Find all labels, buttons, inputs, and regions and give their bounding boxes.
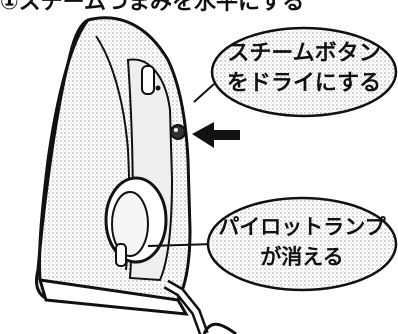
callout-pilot-line1: パイロットランプ bbox=[218, 215, 386, 239]
power-cord bbox=[163, 279, 237, 334]
callout-pilot-line2: が消える bbox=[260, 245, 343, 269]
callout-pilot-lamp: パイロットランプ が消える bbox=[147, 196, 398, 292]
callout-steam-line2: をドライにする bbox=[227, 71, 381, 96]
callout-steam-line1: スチームボタン bbox=[227, 41, 380, 66]
steam-button bbox=[170, 124, 186, 140]
left-arrow-icon bbox=[192, 122, 240, 148]
iron-body bbox=[35, 16, 192, 316]
pilot-lamp bbox=[104, 176, 168, 267]
steam-knob bbox=[141, 65, 161, 95]
step-caption: ①スチームつまみを水平にする bbox=[0, 0, 305, 15]
callout-steam-button: スチームボタン をドライにする bbox=[193, 26, 398, 118]
